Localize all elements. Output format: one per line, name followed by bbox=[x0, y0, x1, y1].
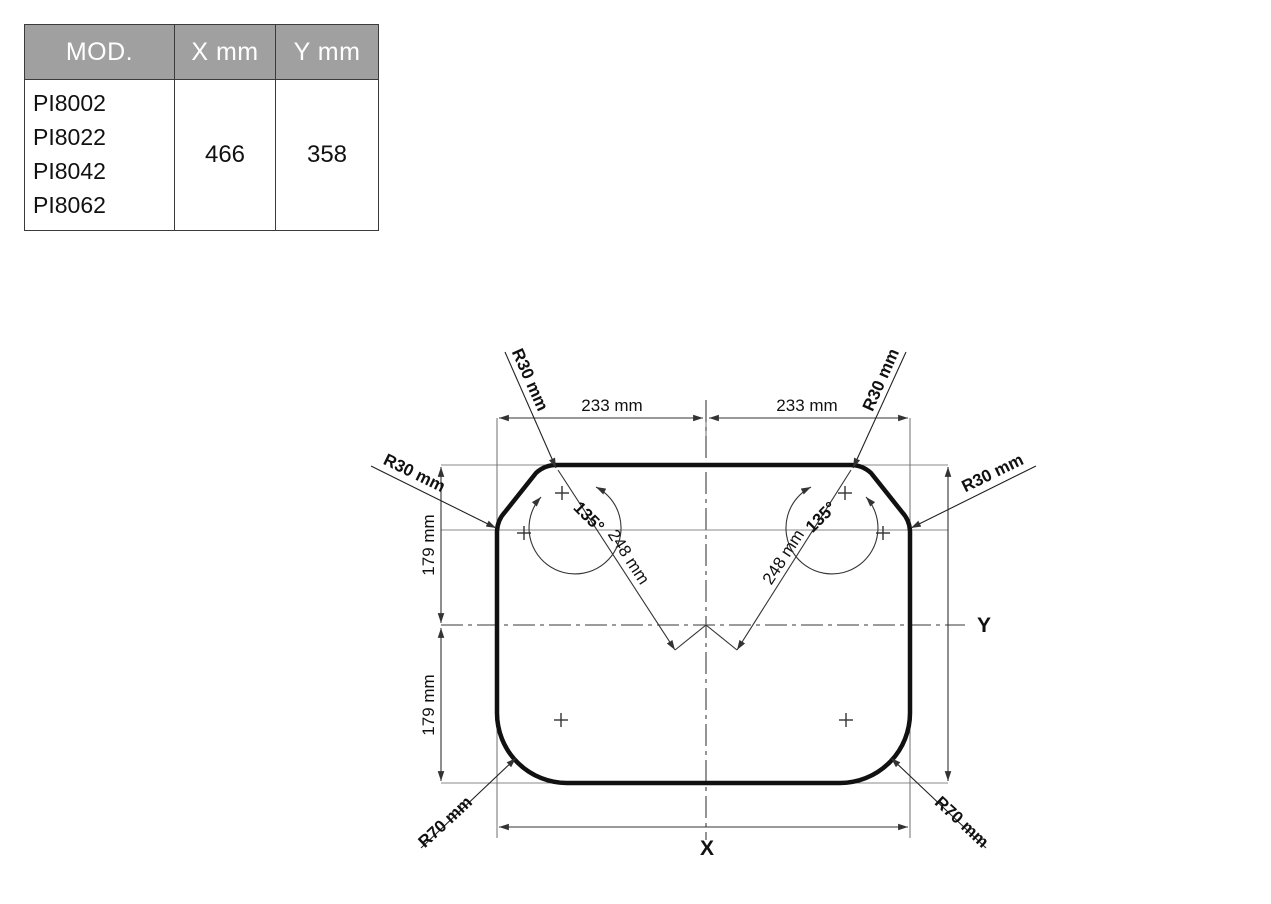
radius-label-r30-left-lower: R30 mm bbox=[381, 450, 449, 496]
model-dimension-table: MOD. X mm Y mm PI8002 PI8022 PI8042 PI80… bbox=[24, 24, 379, 231]
extension-lines bbox=[441, 464, 948, 784]
dimension-line-248-right bbox=[736, 469, 852, 651]
angle-label-left: 135° bbox=[570, 498, 608, 536]
clip-mark bbox=[517, 526, 531, 540]
clip-mark bbox=[876, 526, 890, 540]
cutout-outline bbox=[494, 462, 913, 786]
angle-arc-left bbox=[528, 486, 622, 575]
model-code: PI8062 bbox=[33, 192, 106, 218]
leader-r30-top-left bbox=[504, 351, 557, 469]
dimension-248-group bbox=[557, 469, 852, 651]
radius-label-r70-bottom-left: R70 mm bbox=[415, 792, 476, 851]
dimension-label-233-right: 233 mm bbox=[776, 396, 837, 415]
clip-marks bbox=[517, 486, 890, 727]
table-header-row: MOD. X mm Y mm bbox=[24, 24, 379, 80]
dimension-label-233-left: 233 mm bbox=[581, 396, 642, 415]
model-code: PI8002 bbox=[33, 90, 106, 116]
leader-r30-right-lower bbox=[910, 465, 1037, 529]
table-row: PI8002 PI8022 PI8042 PI8062 466 358 bbox=[24, 79, 379, 231]
dimension-label-248-right: 248 mm bbox=[759, 526, 808, 588]
model-list-cell: PI8002 PI8022 PI8042 PI8062 bbox=[24, 79, 175, 231]
column-header-model: MOD. bbox=[24, 24, 175, 80]
dimension-label-179-lower: 179 mm bbox=[419, 674, 438, 735]
radius-label-r70-bottom-right: R70 mm bbox=[931, 792, 992, 851]
model-code: PI8022 bbox=[33, 124, 106, 150]
dimension-label-179-upper: 179 mm bbox=[419, 514, 438, 575]
angle-arc-group bbox=[528, 486, 879, 575]
leader-r70-bottom-right bbox=[890, 757, 987, 849]
angle-arc-right bbox=[785, 486, 879, 575]
y-dimension-cell: 358 bbox=[275, 79, 379, 231]
x-dimension-cell: 466 bbox=[174, 79, 276, 231]
center-lines bbox=[441, 400, 965, 840]
model-code: PI8042 bbox=[33, 158, 106, 184]
dimension-label-X: X bbox=[700, 837, 714, 860]
clip-mark bbox=[838, 486, 852, 500]
dimension-line-248-right-tail bbox=[705, 624, 738, 651]
radius-label-r30-top-left: R30 mm bbox=[508, 346, 552, 414]
dimension-line-248-left bbox=[557, 469, 676, 651]
clip-mark bbox=[839, 713, 853, 727]
leader-r30-top-right bbox=[852, 351, 907, 469]
leader-r70-bottom-left bbox=[420, 757, 517, 849]
dimension-line-248-left-tail bbox=[674, 624, 707, 651]
radius-leaders bbox=[370, 351, 1037, 849]
radius-label-r30-top-right: R30 mm bbox=[859, 346, 903, 414]
leader-r30-left-lower bbox=[370, 465, 497, 529]
clip-mark bbox=[555, 486, 569, 500]
dimension-label-Y: Y bbox=[977, 614, 991, 637]
clip-mark bbox=[554, 713, 568, 727]
radius-label-r30-right-lower: R30 mm bbox=[959, 450, 1027, 496]
